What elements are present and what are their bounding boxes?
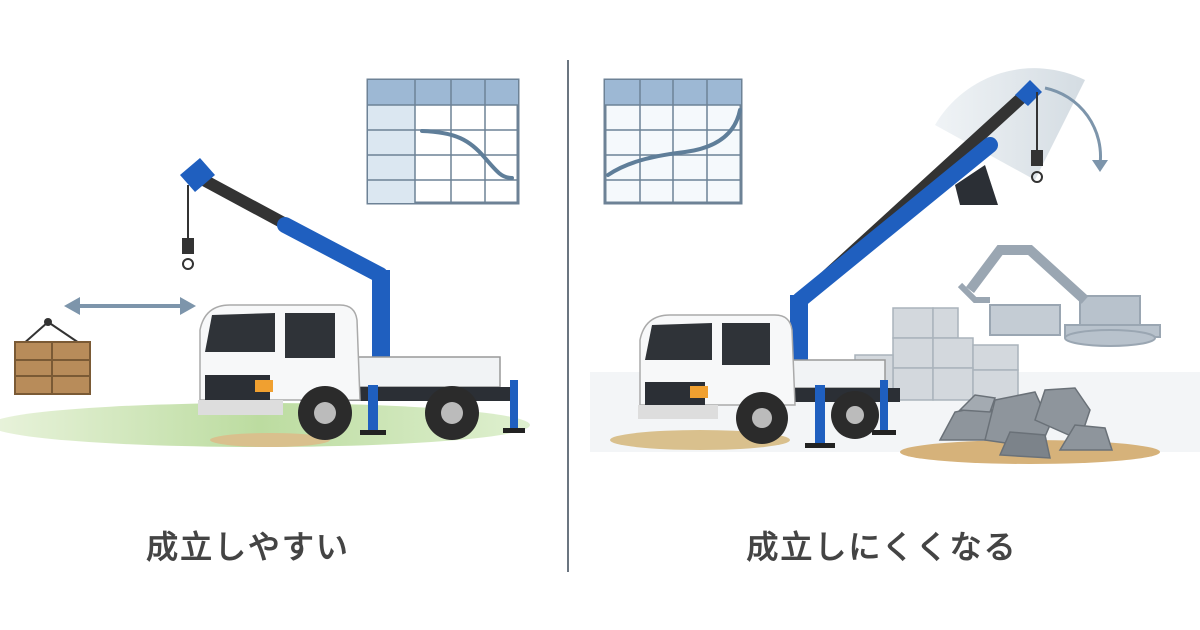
swing-range-indicator xyxy=(935,68,1108,180)
rubble-pile xyxy=(900,387,1160,464)
left-crane-truck xyxy=(180,158,525,440)
grass-ground xyxy=(0,403,530,447)
left-caption: 成立しやすい xyxy=(146,528,350,566)
decreasing-curve xyxy=(420,129,514,180)
excavator-silhouette xyxy=(957,245,1161,347)
left-chart-icon xyxy=(366,78,520,205)
right-caption: 成立しにくくなる xyxy=(746,528,1018,566)
increasing-curve xyxy=(606,108,742,177)
right-chart-icon xyxy=(603,78,743,205)
right-crane-truck xyxy=(638,80,1043,448)
double-arrow-icon xyxy=(64,297,196,315)
crate-load xyxy=(14,318,91,395)
